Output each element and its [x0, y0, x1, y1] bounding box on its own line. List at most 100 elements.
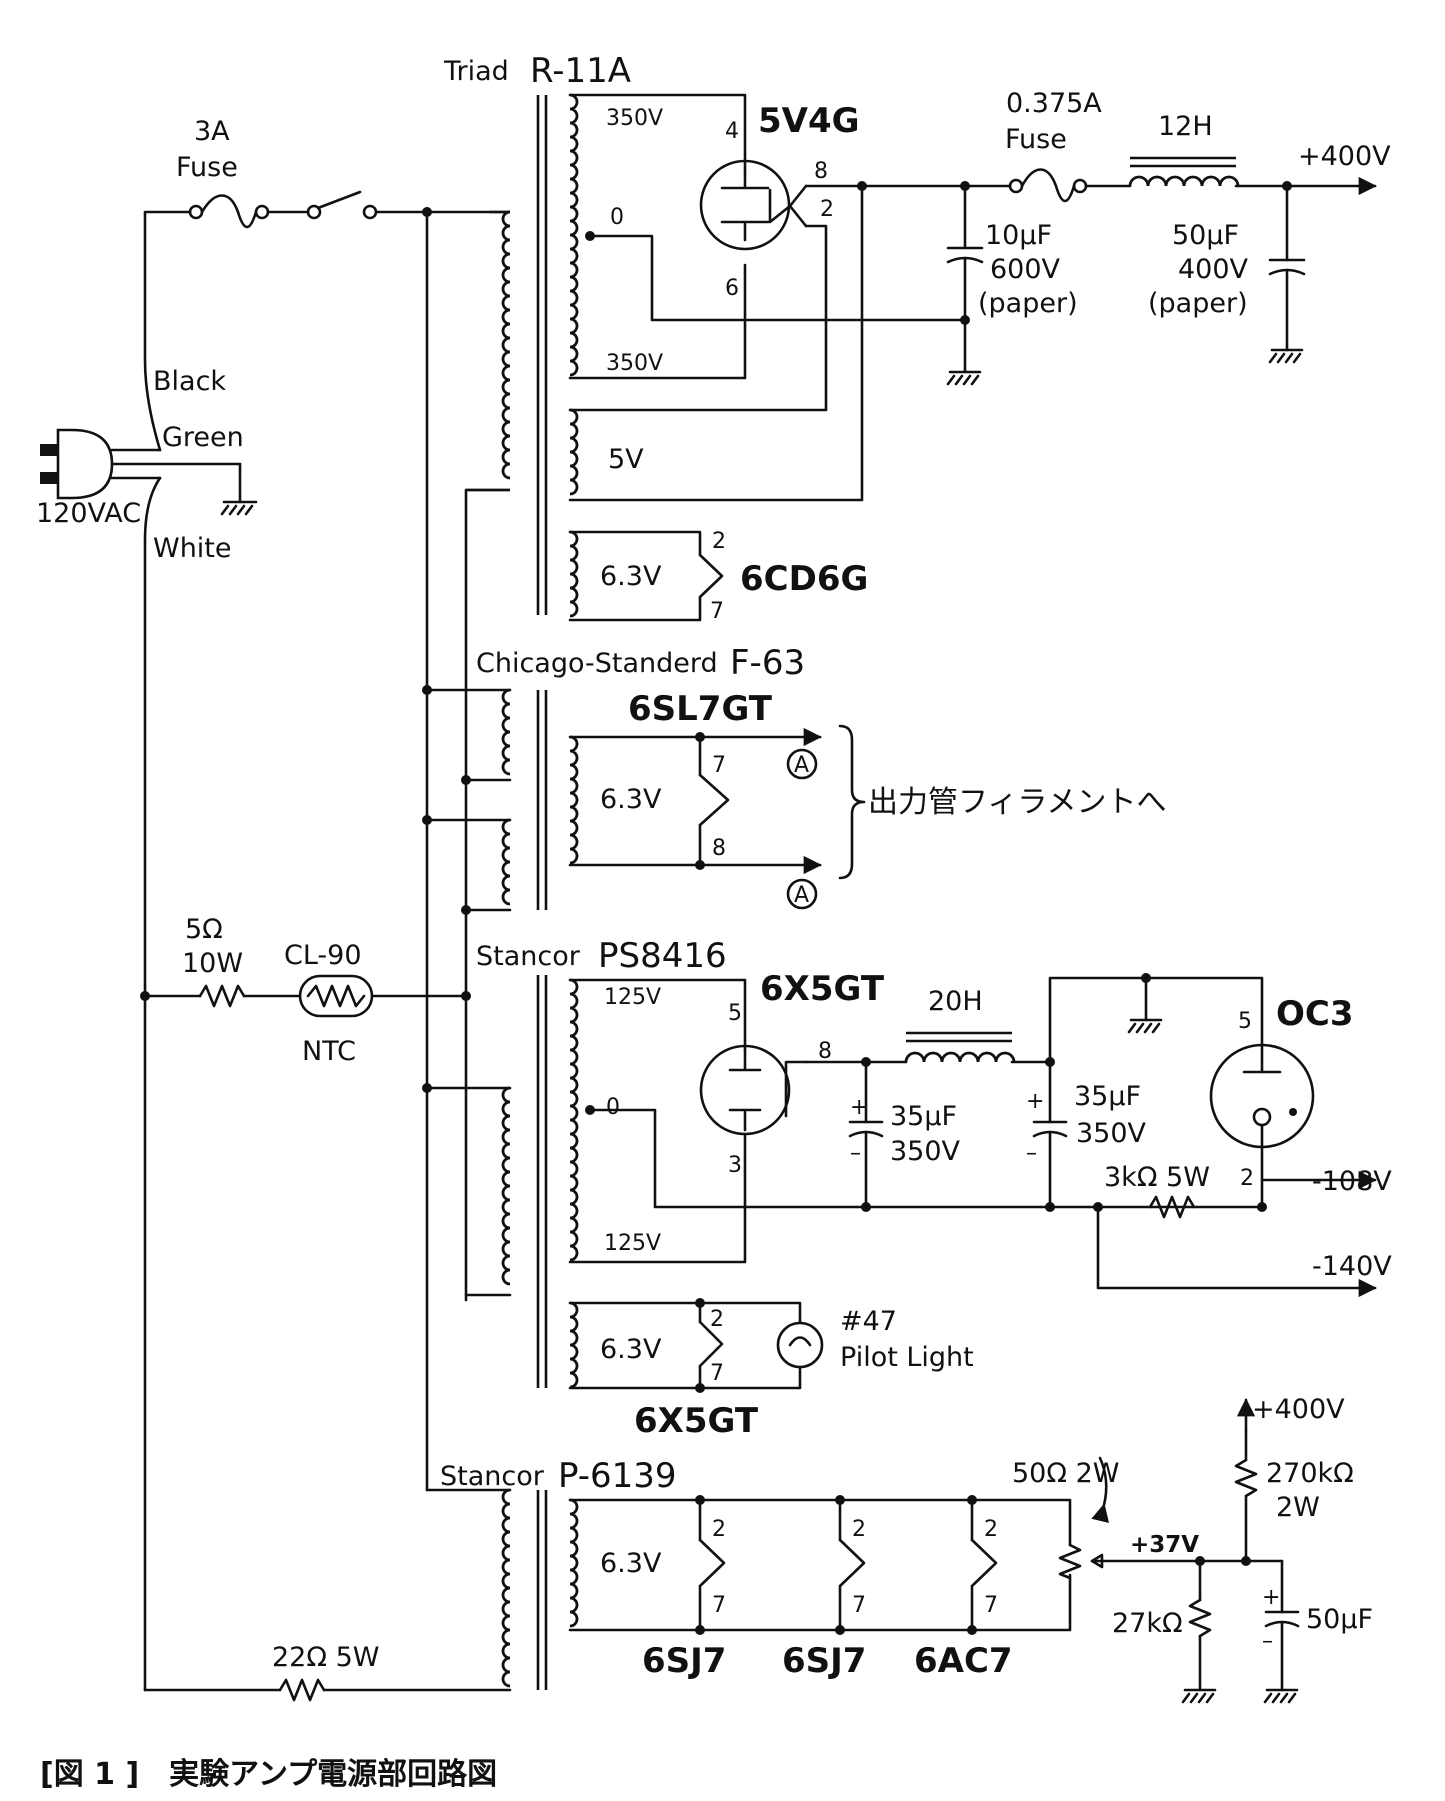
pilot-light-icon: [776, 1321, 824, 1369]
svg-text:A: A: [794, 753, 809, 778]
heater-6cd6g: 2 7 6CD6G: [568, 529, 868, 624]
output-tube-filament-note: 出力管フィラメントへ: [868, 785, 1167, 820]
svg-text:35μF: 35μF: [1074, 1081, 1141, 1112]
t1-5v-coil: [569, 408, 579, 496]
tube-6sl7gt: 6SL7GT: [628, 689, 773, 729]
heater-node-bottom: [695, 1625, 705, 1635]
ground-icon: [220, 500, 258, 516]
t1-sec-bot: 350V: [606, 351, 663, 376]
svg-text:Fuse: Fuse: [1005, 124, 1067, 155]
svg-text:–: –: [850, 1141, 861, 1166]
fuse-0375a-icon: [1008, 168, 1088, 203]
svg-text:PS8416: PS8416: [598, 936, 727, 976]
svg-text:35μF: 35μF: [890, 1101, 957, 1132]
svg-text:Stancor: Stancor: [440, 1461, 545, 1492]
dc-bias-voltage: +37V: [1130, 1532, 1199, 1558]
t1-hv-secondary-coil: [569, 93, 579, 377]
svg-text:125V: 125V: [604, 1231, 661, 1256]
svg-text:8: 8: [814, 159, 828, 184]
svg-text:2: 2: [820, 197, 834, 222]
svg-text:350V: 350V: [890, 1136, 961, 1167]
svg-text:–: –: [1026, 1141, 1037, 1166]
capacitor-10uf-icon: [946, 184, 984, 374]
resistor-22ohm-label: 22Ω 5W: [272, 1642, 379, 1673]
figure-caption: [図 1 ] 実験アンプ電源部回路図: [40, 1757, 497, 1792]
svg-text:27kΩ: 27kΩ: [1112, 1608, 1183, 1639]
tube-oc3: OC3: [1276, 994, 1354, 1034]
svg-text:10μF: 10μF: [985, 220, 1052, 251]
dc-supply-400v: +400V: [1252, 1394, 1345, 1425]
wire-white-label: White: [153, 533, 232, 564]
t1-6v3-coil: [569, 530, 579, 618]
svg-text:(paper): (paper): [1148, 288, 1248, 319]
resistor-27k-icon: [1188, 1598, 1212, 1638]
resistor-22ohm-icon: [278, 1678, 326, 1702]
power-switch-icon: [306, 190, 378, 220]
svg-text:7: 7: [710, 599, 724, 624]
svg-text:+: +: [850, 1095, 868, 1120]
rectifier-5v4g-icon: [699, 159, 808, 251]
heater-pin-bottom: 7: [712, 1593, 726, 1618]
svg-text:Stancor: Stancor: [476, 941, 581, 972]
resistor-3k-icon: [1148, 1195, 1196, 1219]
svg-text:6.3V: 6.3V: [600, 1334, 662, 1365]
heater-node-bottom: [967, 1625, 977, 1635]
tube-6x5gt-heater: 6X5GT: [634, 1401, 759, 1441]
heater-pin-bottom: 7: [984, 1593, 998, 1618]
wire-black-label: Black: [153, 366, 226, 397]
svg-text:Chicago-Standerd: Chicago-Standerd: [476, 648, 718, 679]
choke-20h-icon: [904, 1051, 1016, 1063]
transformer-triad-r11a: Triad R-11A 350V 0 350V 5V 6.3V: [443, 51, 663, 618]
svg-text:8: 8: [712, 836, 726, 861]
potentiometer-50ohm-icon: [1058, 1543, 1202, 1580]
svg-text:+: +: [1026, 1089, 1044, 1114]
svg-text:125V: 125V: [604, 985, 661, 1010]
svg-text:6.3V: 6.3V: [600, 784, 662, 815]
ntc-label: NTC: [302, 1036, 356, 1067]
bias-supply-section: 5 3 6X5GT 8 + – 35μF 350V: [568, 969, 1392, 1298]
svg-text:50Ω 2W: 50Ω 2W: [1012, 1458, 1119, 1489]
fuse-3a-value: 3A: [194, 116, 230, 147]
resistor-5ohm-icon: [198, 984, 246, 1008]
svg-text:20H: 20H: [928, 986, 983, 1017]
capacitor-35uf-b-icon: + –: [1026, 1060, 1068, 1209]
heater-filament-icon: [970, 1538, 998, 1588]
heater-pin-bottom: 7: [852, 1593, 866, 1618]
capacitor-50uf-dc-icon: + –: [1262, 1559, 1300, 1692]
wire-green-label: Green: [162, 422, 244, 453]
bias-out-140: -140V: [1312, 1251, 1392, 1282]
heater-pin-top: 2: [852, 1517, 866, 1542]
tube-5v4g: 5V4G: [758, 101, 860, 141]
regulator-oc3-icon: [1209, 1043, 1315, 1149]
svg-text:50μF: 50μF: [1306, 1604, 1373, 1635]
svg-text:7: 7: [710, 1361, 724, 1386]
heater-pin-top: 2: [712, 1517, 726, 1542]
mains-input: 120VAC Black Green White 3A Fuse: [36, 116, 512, 1702]
svg-text:6.3V: 6.3V: [600, 1548, 662, 1579]
t1-model: R-11A: [530, 51, 631, 91]
resistor-5ohm-power: 10W: [182, 948, 243, 979]
marker-a-icon: A A: [786, 748, 818, 910]
t1-sec-top: 350V: [606, 106, 663, 131]
heater-pin-top: 2: [984, 1517, 998, 1542]
heater-node-bottom: [835, 1625, 845, 1635]
transformer-f63: Chicago-Standerd F-63 6.3V 6SL7GT 7 8 A …: [422, 643, 1167, 915]
svg-text:8: 8: [818, 1039, 832, 1064]
svg-text:3kΩ 5W: 3kΩ 5W: [1104, 1162, 1210, 1193]
svg-text:–: –: [1262, 1629, 1273, 1654]
t1-brand: Triad: [443, 56, 509, 87]
svg-text:#47: #47: [840, 1306, 897, 1337]
t1-primary-coil: [501, 210, 511, 480]
hv-output: +400V: [1298, 141, 1391, 172]
svg-text:7: 7: [712, 753, 726, 778]
tube-dc-heater-1: 6SJ7: [642, 1641, 726, 1681]
hv-rectifier-section: 4 6 5V4G 8 2: [568, 88, 1391, 502]
choke-12h-icon: [1128, 175, 1240, 187]
svg-text:0.375A: 0.375A: [1006, 88, 1102, 119]
t1-sec-ct: 0: [610, 205, 624, 230]
svg-text:2: 2: [1240, 1166, 1254, 1191]
tube-dc-heater-2: 6SJ7: [782, 1641, 866, 1681]
heater-filament-icon: [698, 1538, 726, 1588]
